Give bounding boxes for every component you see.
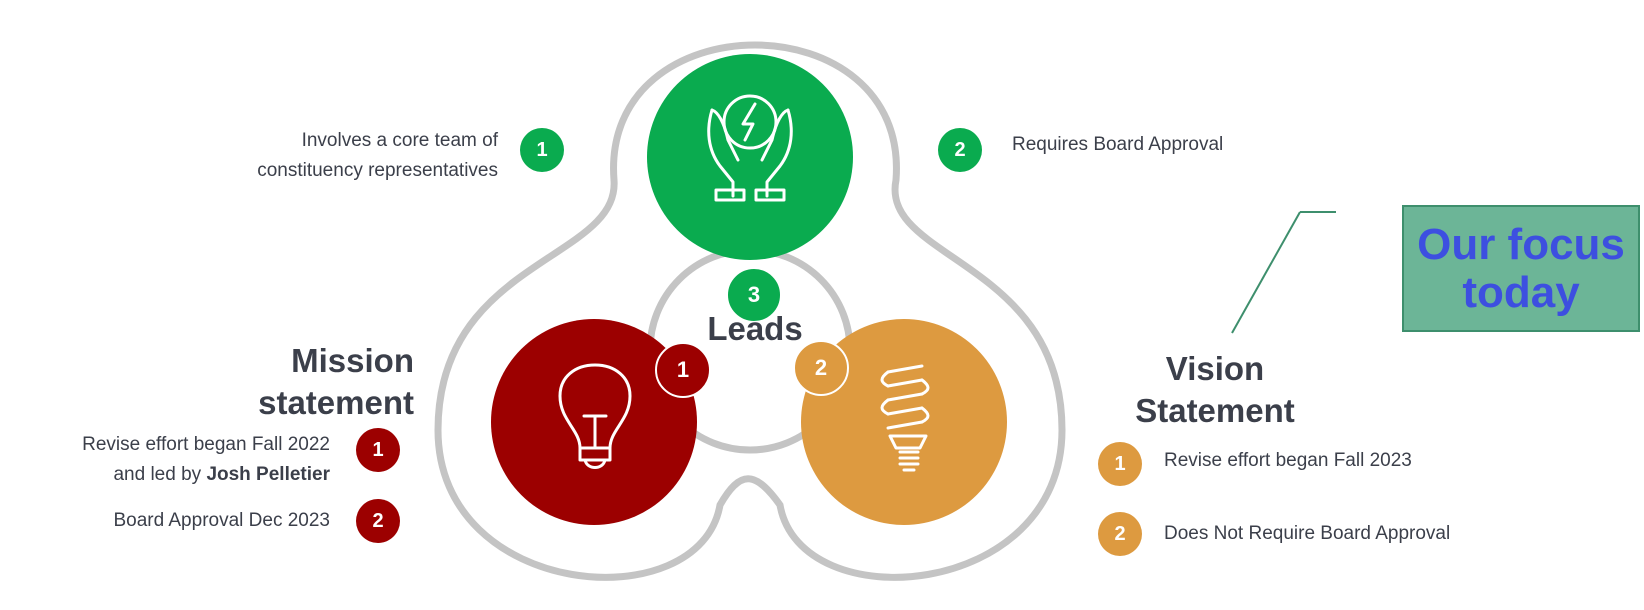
vision-circle-badge: 2 xyxy=(793,340,849,396)
vision-title-line-1: Vision xyxy=(1165,350,1265,387)
focus-callout-line-1: Our focus xyxy=(1417,219,1625,269)
vision-item-2: Does Not Require Board Approval xyxy=(1164,523,1451,544)
leads-badge: 3 xyxy=(725,266,783,324)
top-left-note-line-2: constituency representatives xyxy=(257,160,498,181)
mission-item-1-lead-name: Josh Pelletier xyxy=(206,464,330,485)
energy-hands-icon xyxy=(707,94,793,202)
orange-circle xyxy=(801,319,1007,525)
callout-line xyxy=(1231,211,1301,334)
vision-title: Vision Statement xyxy=(1110,348,1320,432)
top-left-note-line-1: Involves a core team of xyxy=(301,130,498,151)
mission-item-1: Revise effort began Fall 2022 and led by… xyxy=(0,430,330,490)
focus-callout: Our focus today xyxy=(1402,205,1640,332)
mission-item-1-line-2: and led by Josh Pelletier xyxy=(0,460,330,490)
focus-callout-line-2: today xyxy=(1462,267,1580,317)
vision-item-1-badge: 1 xyxy=(1098,442,1142,486)
vision-item-1: Revise effort began Fall 2023 xyxy=(1164,450,1412,471)
top-right-note-badge: 2 xyxy=(938,128,982,172)
mission-title: Mission statement xyxy=(180,340,414,424)
mission-item-2: Board Approval Dec 2023 xyxy=(113,510,330,531)
top-left-note-badge: 1 xyxy=(520,128,564,172)
mission-item-1-line-2-prefix: and led by xyxy=(113,464,207,485)
top-right-note: Requires Board Approval xyxy=(1012,134,1224,155)
top-left-note: Involves a core team of constituency rep… xyxy=(150,126,498,186)
green-circle xyxy=(647,54,853,260)
mission-item-1-badge: 1 xyxy=(356,428,400,472)
mission-title-line-2: statement xyxy=(258,384,414,421)
mission-circle-badge: 1 xyxy=(655,342,711,398)
mission-item-2-badge: 2 xyxy=(356,499,400,543)
mission-item-1-line-1: Revise effort began Fall 2022 xyxy=(82,434,330,455)
vision-item-2-badge: 2 xyxy=(1098,512,1142,556)
vision-title-line-2: Statement xyxy=(1135,392,1295,429)
cfl-bulb-icon xyxy=(880,364,930,472)
leads-label: Leads xyxy=(707,310,803,347)
lightbulb-icon xyxy=(558,363,632,469)
trefoil-outline xyxy=(434,41,1066,581)
mission-title-line-1: Mission xyxy=(291,342,414,379)
